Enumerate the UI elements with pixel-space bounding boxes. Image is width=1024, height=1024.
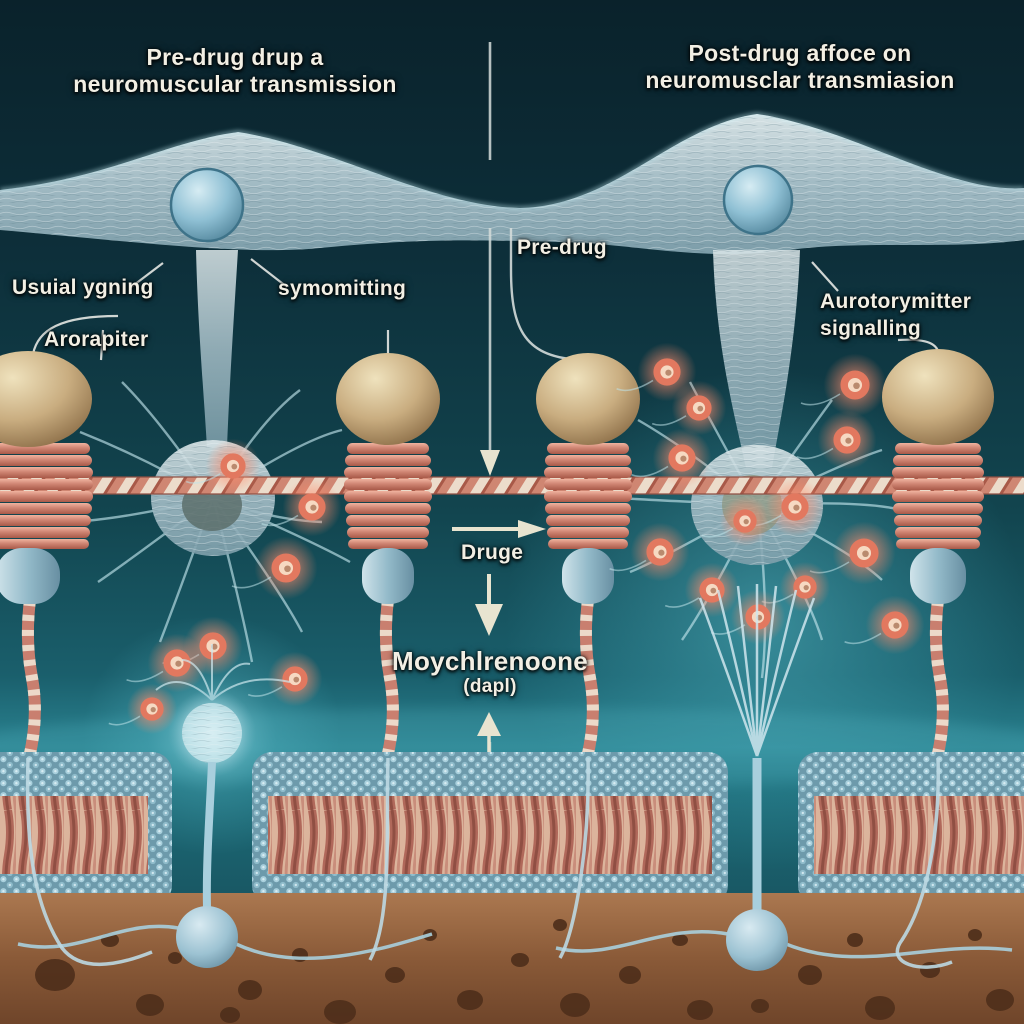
vesicle-icon — [803, 584, 809, 591]
vesicle-icon — [247, 686, 283, 697]
pre-drug-pointer-line — [509, 228, 584, 362]
receptor-3 — [536, 353, 640, 760]
vesicle-icon — [658, 549, 665, 556]
vesicle-icon — [616, 379, 654, 392]
label-usual-signaling: Usuial ygning — [12, 276, 154, 299]
label-transmitting: symomitting — [278, 277, 407, 300]
label-drug-name: Moychlrenoone — [391, 646, 589, 676]
receptor-stalk-continuations — [25, 757, 953, 969]
left-title-line2: neuromuscular transmission — [73, 70, 397, 97]
left-synapse-ball — [155, 644, 291, 777]
vesicle-icon — [743, 518, 749, 525]
right-neuron-nucleus — [722, 164, 794, 236]
label-neurotransmitter-sub: signalling — [820, 317, 922, 340]
label-drug: Druge — [461, 541, 524, 564]
vesicle-icon — [310, 504, 317, 511]
receptor-1 — [0, 351, 93, 760]
receptor-4 — [882, 349, 994, 760]
vesicle-icon — [697, 405, 704, 412]
vesicle-icon — [893, 622, 900, 629]
label-receptor: Arorapiter — [44, 328, 149, 351]
vesicle-icon — [665, 369, 672, 376]
down-arrow-icon — [480, 450, 500, 476]
membrane-segment-right — [798, 752, 1024, 905]
vesicle-icon — [853, 382, 860, 390]
vesicle-icon — [108, 715, 141, 726]
vesicle-icon — [793, 504, 800, 511]
neuron-trunks — [196, 250, 800, 468]
right-title-line1: Post-drug affoce on — [688, 40, 912, 66]
vesicle-icon — [680, 455, 687, 462]
down-arrow2-icon — [475, 574, 503, 636]
vesicle-icon — [126, 670, 164, 683]
label-drug-name-sub: (dapl) — [463, 676, 517, 697]
vesicle-icon — [651, 415, 687, 426]
vesicle-icon — [631, 465, 669, 478]
vesicle-icon — [175, 660, 182, 667]
vesicle-icon — [231, 576, 272, 589]
left-title-line1: Pre-drug drup a — [146, 44, 324, 70]
label-pre-drug: Pre-drug — [517, 236, 607, 259]
muscle-tissue — [0, 893, 1024, 1024]
vesicle-icon — [150, 706, 156, 713]
vesicle-icon — [710, 587, 717, 594]
right-synapse-funnel — [698, 584, 816, 757]
vesicle-icon — [701, 527, 734, 538]
membrane-segment-left — [0, 752, 172, 905]
vesicle-icon — [664, 597, 700, 608]
vesicle-icon — [609, 559, 647, 572]
vesicle-icon — [862, 550, 869, 558]
vesicle-icon — [800, 393, 841, 406]
vesicle-icon — [261, 514, 299, 527]
vesicle-icon — [231, 463, 238, 470]
receptor-2 — [336, 353, 440, 760]
horizontal-rope — [0, 476, 1024, 495]
right-panel-title: Post-drug affoce on neuromusclar transmi… — [600, 40, 1000, 93]
cell-membrane — [0, 750, 1024, 905]
label-neurotransmitter: Aurotorymitter — [820, 290, 972, 313]
vesicle-icon — [293, 676, 300, 683]
vesicle-icon — [185, 473, 221, 484]
vesicle-icon — [284, 565, 291, 573]
left-neuron-nucleus — [169, 167, 245, 243]
vesicle-icon — [844, 632, 882, 645]
left-panel-title: Pre-drug drup a neuromuscular transmissi… — [40, 44, 430, 97]
vesicle-icon — [796, 447, 834, 460]
right-arrow-icon — [452, 520, 546, 538]
vesicle-icon — [845, 437, 852, 444]
right-title-line2: neuromusclar transmiasion — [645, 66, 955, 93]
membrane-segment-center — [252, 752, 728, 905]
